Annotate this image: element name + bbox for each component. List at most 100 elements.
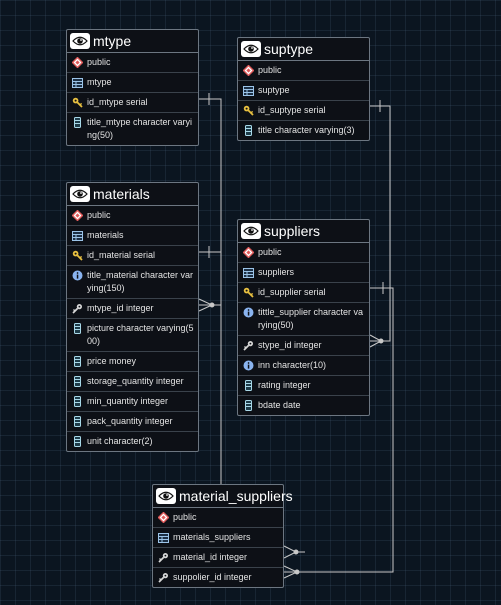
table-row[interactable]: suptype (238, 81, 369, 101)
table-row[interactable]: suppliers (238, 263, 369, 283)
table-row[interactable]: materials_suppliers (153, 528, 283, 548)
table-icon (243, 267, 254, 279)
info-icon (72, 270, 83, 282)
schema-icon (243, 65, 254, 77)
row-label: picture character varying(500) (87, 323, 194, 346)
schema-icon (72, 57, 83, 69)
table-row[interactable]: id_mtype serial (67, 93, 198, 113)
row-label: public (87, 57, 111, 67)
table-row[interactable]: min_quantity integer (67, 392, 198, 412)
relation-suppliers-material-suppliers (283, 282, 394, 579)
table-header[interactable]: materials (67, 183, 198, 206)
column-list: public suptype id_suptype serial title char… (238, 61, 369, 140)
column-list: public mtype id_mtype serial title_mtype ch… (67, 53, 198, 145)
eye-icon[interactable] (70, 186, 90, 202)
foreign-key-icon (158, 572, 169, 584)
row-label: materials (87, 230, 124, 240)
schema-icon (243, 247, 254, 259)
row-label: title_material character varying(150) (87, 270, 194, 293)
table-suptype[interactable]: suptype public suptype id_suptype serial tit… (237, 37, 370, 141)
row-label: stype_id integer (258, 340, 322, 350)
schema-icon (158, 512, 169, 524)
info-icon (243, 360, 254, 372)
table-row[interactable]: mtype_id integer (67, 299, 198, 319)
table-row[interactable]: material_id integer (153, 548, 283, 568)
key-icon (72, 250, 83, 262)
row-label: public (173, 512, 197, 522)
table-row[interactable]: rating integer (238, 376, 369, 396)
table-row[interactable]: materials (67, 226, 198, 246)
table-row[interactable]: mtype (67, 73, 198, 93)
row-label: suppliers (258, 267, 295, 277)
table-row[interactable]: id_material serial (67, 246, 198, 266)
table-row[interactable]: bdate date (238, 396, 369, 415)
table-row[interactable]: inn character(10) (238, 356, 369, 376)
table-header[interactable]: suptype (238, 38, 369, 61)
table-icon (72, 230, 83, 242)
row-label: public (258, 247, 282, 257)
row-label: pack_quantity integer (87, 416, 173, 426)
table-materials[interactable]: materials public materials id_material seri… (66, 182, 199, 452)
table-row[interactable]: price money (67, 352, 198, 372)
table-row[interactable]: public (238, 61, 369, 81)
table-header[interactable]: material_suppliers (153, 485, 293, 508)
row-label: title_mtype character varying(50) (87, 117, 193, 140)
row-label: bdate date (258, 400, 301, 410)
table-header[interactable]: mtype (67, 30, 198, 53)
info-icon (243, 307, 254, 319)
column-icon (72, 323, 83, 335)
column-icon (243, 125, 254, 137)
eye-icon[interactable] (156, 488, 176, 504)
table-row[interactable]: id_supplier serial (238, 283, 369, 303)
table-row[interactable]: public (153, 508, 283, 528)
table-row[interactable]: unit character(2) (67, 432, 198, 451)
row-label: suptype (258, 85, 290, 95)
table-row[interactable]: public (67, 53, 198, 73)
row-label: unit character(2) (87, 436, 153, 446)
column-list: public suppliers id_supplier serial tittle_… (238, 243, 369, 415)
table-row[interactable]: title character varying(3) (238, 121, 369, 140)
foreign-key-icon (158, 552, 169, 564)
table-row[interactable]: title_material character varying(150) (67, 266, 198, 299)
row-label: id_suptype serial (258, 105, 326, 115)
column-list: public materials_suppliers material_id int… (153, 508, 283, 587)
column-icon (72, 356, 83, 368)
table-row[interactable]: title_mtype character varying(50) (67, 113, 198, 145)
column-icon (72, 416, 83, 428)
table-row[interactable]: tittle_supplier character varying(50) (238, 303, 369, 336)
table-row[interactable]: suppolier_id integer (153, 568, 283, 587)
table-title: suptype (264, 41, 314, 57)
row-label: materials_suppliers (173, 532, 251, 542)
row-label: public (87, 210, 111, 220)
table-header[interactable]: suppliers (238, 220, 369, 243)
table-row[interactable]: storage_quantity integer (67, 372, 198, 392)
eye-icon[interactable] (241, 223, 261, 239)
column-icon (243, 380, 254, 392)
table-row[interactable]: stype_id integer (238, 336, 369, 356)
row-label: tittle_supplier character varying(50) (258, 307, 364, 330)
foreign-key-icon (243, 340, 254, 352)
table-row[interactable]: pack_quantity integer (67, 412, 198, 432)
column-icon (72, 396, 83, 408)
eye-icon[interactable] (70, 33, 90, 49)
row-label: mtype (87, 77, 112, 87)
table-icon (72, 77, 83, 89)
schema-icon (72, 210, 83, 222)
column-icon (72, 117, 83, 129)
key-icon (243, 287, 254, 299)
table-title: mtype (93, 33, 132, 49)
foreign-key-icon (72, 303, 83, 315)
table-row[interactable]: public (67, 206, 198, 226)
table-row[interactable]: public (238, 243, 369, 263)
table-row[interactable]: picture character varying(500) (67, 319, 198, 352)
table-title: suppliers (264, 223, 321, 239)
table-suppliers[interactable]: suppliers public suppliers id_supplier seri… (237, 219, 370, 416)
column-list: public materials id_material serial title_m… (67, 206, 198, 451)
row-label: price money (87, 356, 137, 366)
table-mtype[interactable]: mtype public mtype id_mtype serial title_mty… (66, 29, 199, 146)
eye-icon[interactable] (241, 41, 261, 57)
table-row[interactable]: id_suptype serial (238, 101, 369, 121)
row-label: material_id integer (173, 552, 248, 562)
column-icon (243, 400, 254, 412)
